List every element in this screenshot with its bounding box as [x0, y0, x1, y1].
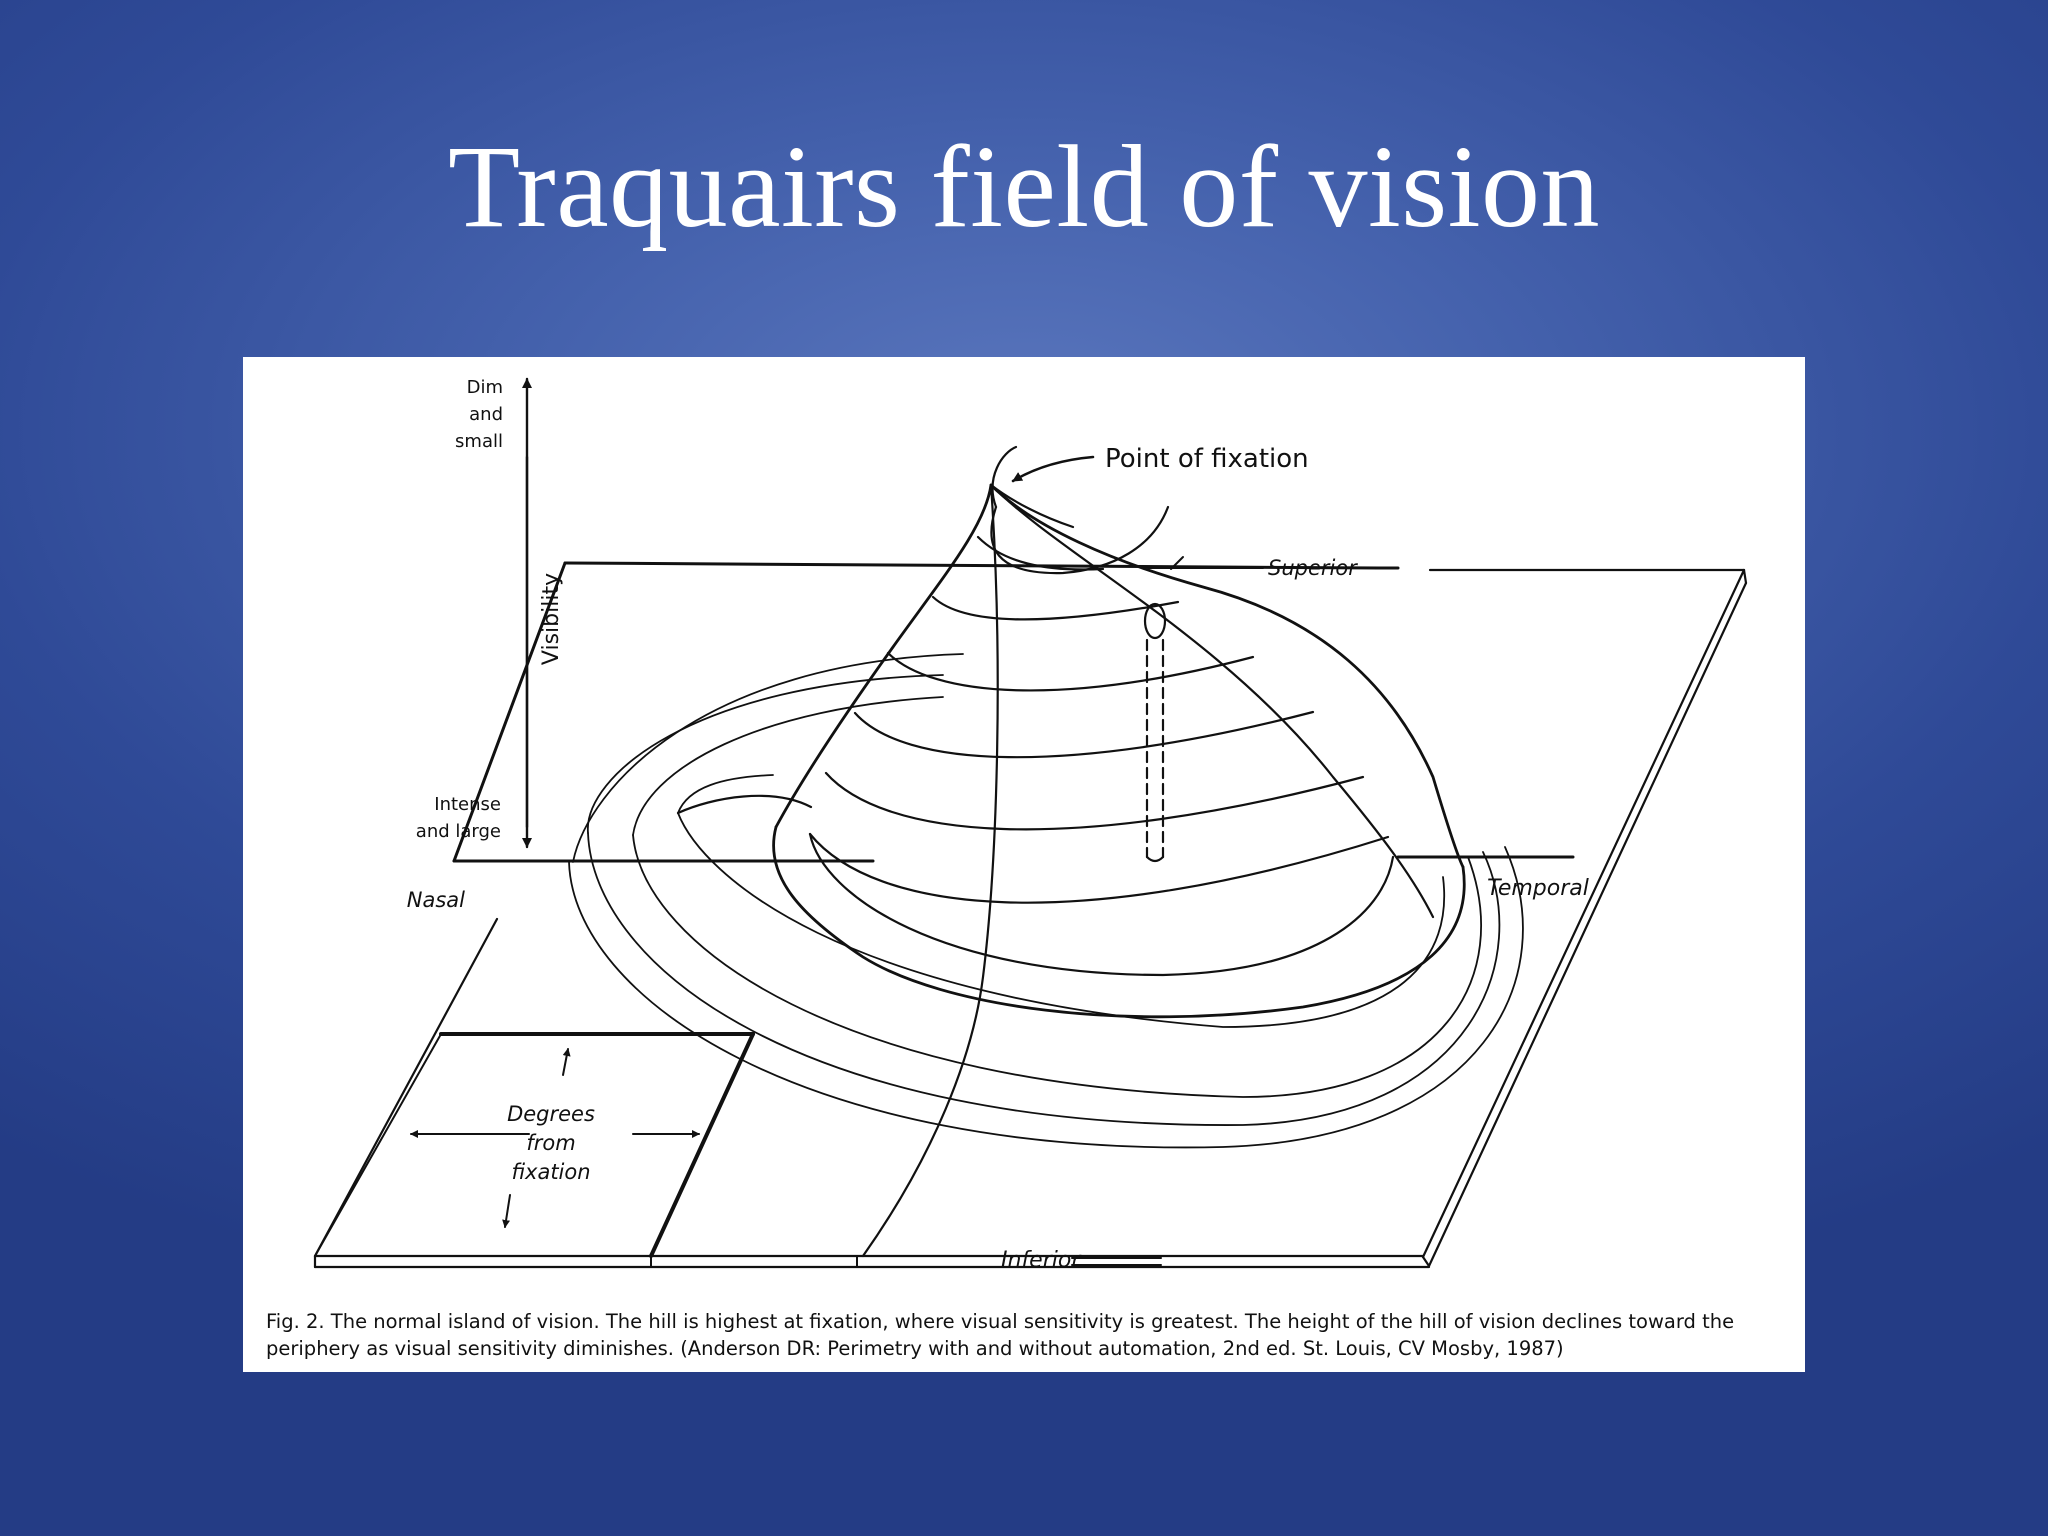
degrees-line-3: fixation	[511, 1160, 590, 1184]
fixation-label: Point of fixation	[1105, 444, 1309, 474]
fixation-pointer	[1011, 455, 1095, 483]
figure-panel: Dim and small Visibility Intense and lar…	[243, 357, 1805, 1372]
axis-bottom-label: Intense and large	[416, 794, 501, 842]
base-plane-front	[313, 568, 1748, 1269]
superior-label: Superior	[1268, 556, 1358, 580]
figure-caption: Fig. 2. The normal island of vision. The…	[266, 1310, 1735, 1360]
degrees-arrows	[410, 1048, 700, 1228]
slide-title: Traquairs field of vision	[448, 121, 1600, 252]
degrees-label: Degrees from fixation	[507, 1102, 595, 1184]
axis-bottom-line-1: Intense	[434, 794, 501, 815]
label-connectors	[1071, 567, 1399, 1266]
degrees-inset	[314, 1032, 858, 1268]
temporal-label: Temporal	[1487, 876, 1589, 901]
visibility-label: Visibility	[539, 573, 564, 665]
nasal-label: Nasal	[407, 888, 465, 912]
island-of-vision-diagram: Dim and small Visibility Intense and lar…	[313, 377, 1748, 1273]
hill-outline	[772, 483, 1466, 1019]
hill-meridians	[861, 483, 1435, 1258]
base-plane-back	[452, 561, 1575, 863]
base-rings	[568, 653, 1524, 1149]
axis-top-line-2: and	[469, 404, 503, 425]
hill-contours	[676, 445, 1395, 977]
axis-top-line-3: small	[455, 431, 503, 452]
axis-top-line-1: Dim	[467, 377, 503, 398]
degrees-line-1: Degrees	[507, 1102, 595, 1126]
visibility-indicator	[1143, 556, 1184, 863]
axis-bottom-line-2: and large	[416, 821, 501, 842]
axis-top-label: Dim and small	[455, 377, 503, 452]
inferior-label: Inferior	[1001, 1248, 1082, 1273]
degrees-line-2: from	[526, 1131, 575, 1155]
